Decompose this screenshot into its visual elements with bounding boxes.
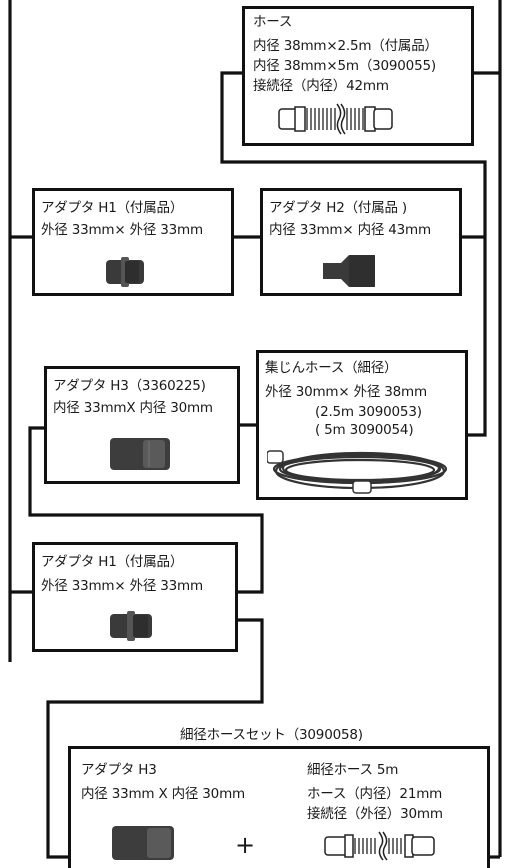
set-hose-connect: 接続径（外径）30mm xyxy=(307,806,443,822)
dust-hose-spec: 外径 30mm× 外径 38mm xyxy=(265,384,427,400)
hose-line-1: 内径 38mm×2.5m（付属品） xyxy=(253,38,438,54)
set-adapter-image-icon xyxy=(112,826,174,860)
thin-hose-set-caption: 細径ホースセット（3090058) xyxy=(180,727,363,743)
dust-hose-variant-1: (2.5m 3090053) xyxy=(315,404,422,420)
connector-line xyxy=(46,618,264,859)
adapter-h2-box[interactable]: アダプタ H2（付属品 ) 内径 33mm× 内径 43mm xyxy=(260,188,462,296)
adapter-h1-bottom-title: アダプタ H1（付属品） xyxy=(41,554,184,570)
adapter-h1-top-box[interactable]: アダプタ H1（付属品） 外径 33mm× 外径 33mm xyxy=(32,188,234,296)
adapter-h3-image-icon xyxy=(110,438,170,470)
dust-hose-variant-2: ( 5m 3090054) xyxy=(315,422,414,438)
adapter-h2-image-icon xyxy=(323,255,375,287)
adapter-h2-title: アダプタ H2（付属品 ) xyxy=(269,200,407,216)
hose-image-icon xyxy=(278,103,393,135)
connector-line xyxy=(28,426,264,594)
hose-box[interactable]: ホース 内径 38mm×2.5m（付属品） 内径 38mm×5m（3090055… xyxy=(242,6,474,146)
dust-hose-title: 集じんホース（細径） xyxy=(265,360,398,376)
set-adapter-spec: 内径 33mm X 内径 30mm xyxy=(81,786,245,802)
hose-line-2: 内径 38mm×5m（3090055) xyxy=(253,58,436,74)
dust-hose-image-icon xyxy=(267,450,448,494)
thin-hose-set-box[interactable]: アダプタ H3 内径 33mm X 内径 30mm + 細径ホース 5m ホース… xyxy=(68,746,490,868)
set-hose-spec: ホース（内径）21mm xyxy=(307,786,443,802)
set-hose-title: 細径ホース 5m xyxy=(307,762,399,778)
adapter-h3-spec: 内径 33mmX 内径 30mm xyxy=(53,400,213,416)
adapter-h1-bottom-box[interactable]: アダプタ H1（付属品） 外径 33mm× 外径 33mm xyxy=(32,542,238,652)
hose-line-3: 接続径（内径）42mm xyxy=(253,78,389,94)
adapter-h3-title: アダプタ H3（3360225) xyxy=(53,378,206,394)
adapter-h1-top-title: アダプタ H1（付属品） xyxy=(41,200,184,216)
adapter-h2-spec: 内径 33mm× 内径 43mm xyxy=(269,222,431,238)
dust-hose-box[interactable]: 集じんホース（細径） 外径 30mm× 外径 38mm (2.5m 309005… xyxy=(256,350,468,500)
plus-sign: + xyxy=(235,831,255,859)
hose-title: ホース xyxy=(253,14,293,30)
set-hose-image-icon xyxy=(324,831,435,861)
set-adapter-title: アダプタ H3 xyxy=(81,762,157,778)
adapter-h1-bottom-spec: 外径 33mm× 外径 33mm xyxy=(41,578,203,594)
adapter-h3-box[interactable]: アダプタ H3（3360225) 内径 33mmX 内径 30mm xyxy=(44,366,240,484)
adapter-h1-image-icon xyxy=(110,611,152,641)
adapter-h1-image-icon xyxy=(106,257,144,287)
adapter-h1-top-spec: 外径 33mm× 外径 33mm xyxy=(41,222,203,238)
connector-line xyxy=(220,71,487,437)
